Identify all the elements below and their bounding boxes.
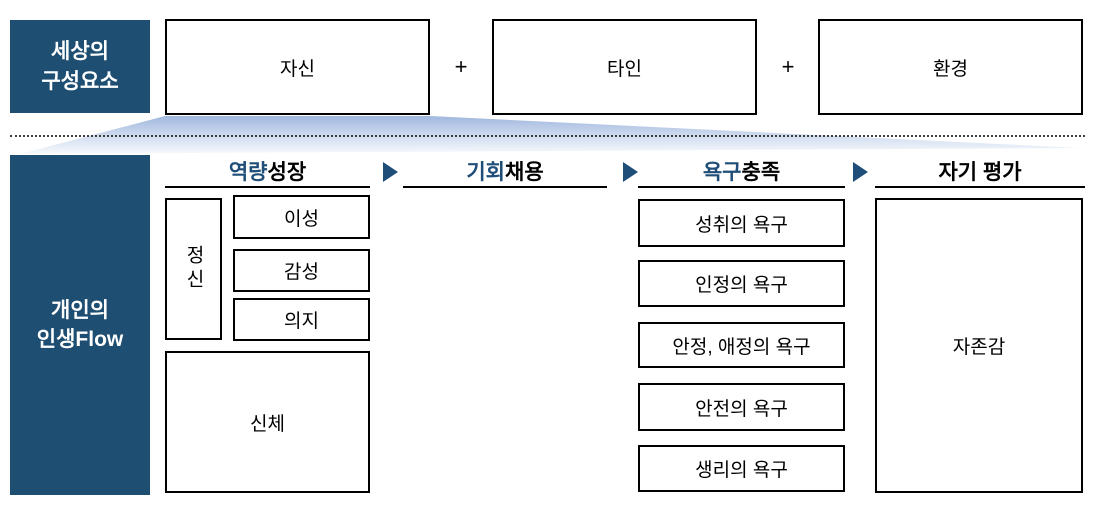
column-underline-3: [638, 186, 845, 188]
world-components-title-box: 세상의 구성요소: [10, 20, 150, 113]
column-header-self-evaluation: 자기 평가: [875, 158, 1085, 184]
world-components-title-line2: 구성요소: [41, 69, 119, 93]
emotion-box: 감성: [233, 249, 370, 292]
column-underline-1: [165, 186, 370, 188]
emotion-box-label: 감성: [284, 262, 319, 283]
need-box-safety-label: 안전의 욕구: [695, 398, 788, 420]
need-box-achievement: 성취의 욕구: [638, 199, 845, 247]
flow-arrow-icon: [618, 161, 642, 183]
will-box: 의지: [233, 298, 370, 341]
plus-sign-1: +: [454, 54, 468, 79]
body-box-label: 신체: [250, 413, 285, 435]
column-underline-2: [403, 186, 607, 188]
need-box-recognition: 인정의 욕구: [638, 260, 845, 307]
body-box: 신체: [165, 351, 370, 493]
column-header-needs: 욕구 충족: [638, 158, 845, 184]
need-box-recognition-label: 인정의 욕구: [695, 275, 788, 296]
flow-arrow-icon: [848, 161, 872, 183]
component-box-environment-label: 환경: [933, 58, 968, 80]
component-box-self: 자신: [165, 19, 430, 115]
world-components-title-line1: 세상의: [51, 40, 109, 64]
component-box-environment: 환경: [818, 19, 1083, 115]
component-box-others-label: 타인: [607, 58, 642, 80]
column-header-competency-growth-accent: 역량: [228, 161, 268, 184]
self-esteem-box-label: 자존감: [952, 337, 1006, 358]
column-header-opportunity-rest: 채용: [505, 161, 544, 184]
need-box-physiological-label: 생리의 욕구: [695, 460, 788, 481]
need-box-stability-affection-label: 안정, 애정의 욕구: [672, 336, 811, 358]
need-box-stability-affection: 안정, 애정의 욕구: [638, 322, 845, 368]
right-triangle-arrow-icon: [852, 162, 868, 182]
right-triangle-arrow-icon: [382, 162, 398, 182]
plus-sign-2: +: [781, 54, 795, 79]
need-box-physiological: 생리의 욕구: [638, 445, 845, 492]
right-triangle-arrow-icon: [622, 162, 638, 182]
need-box-safety: 안전의 욕구: [638, 383, 845, 431]
column-header-needs-rest: 충족: [741, 161, 781, 184]
component-box-others: 타인: [492, 19, 757, 115]
column-header-competency-growth: 역량 성장: [165, 158, 370, 184]
life-flow-title-line1: 개인의: [51, 298, 109, 322]
column-header-needs-accent: 욕구: [702, 161, 742, 184]
reason-box: 이성: [233, 195, 370, 239]
flow-arrow-icon: [378, 161, 402, 183]
mind-box: 정신: [165, 198, 222, 340]
section-divider-dotted-line: [10, 135, 1085, 137]
self-esteem-box: 자존감: [875, 198, 1083, 493]
mind-box-label: 정신: [183, 245, 204, 293]
need-box-achievement-label: 성취의 욕구: [695, 214, 788, 236]
column-header-opportunity-accent: 기회: [466, 161, 505, 184]
component-box-self-label: 자신: [280, 58, 315, 80]
reason-box-label: 이성: [284, 208, 319, 230]
column-header-opportunity: 기회 채용: [403, 158, 607, 184]
will-box-label: 의지: [284, 311, 319, 332]
column-header-competency-growth-rest: 성장: [267, 161, 307, 184]
life-flow-title-line2: 인생Flow: [36, 328, 124, 351]
life-flow-title-box: 개인의 인생Flow: [10, 155, 150, 495]
column-header-self-evaluation-rest: 자기 평가: [938, 161, 1022, 184]
column-underline-4: [875, 186, 1085, 188]
